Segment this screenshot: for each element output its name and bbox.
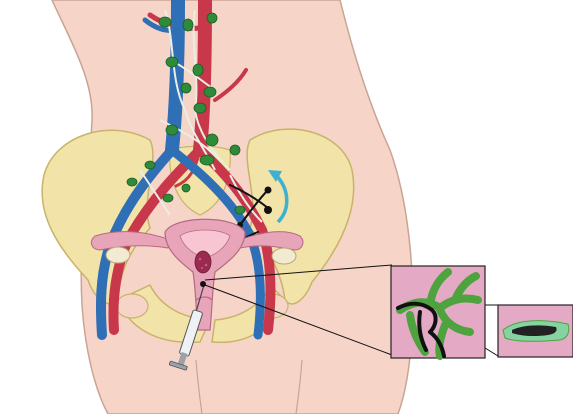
obturator-foramen (116, 294, 148, 318)
lymph-node-icon (163, 194, 173, 202)
lymph-node-icon (200, 155, 214, 165)
injection-site (200, 281, 206, 287)
lymph-node-icon (127, 178, 137, 186)
lymph-node-icon (183, 19, 193, 31)
lymph-node-icon (206, 134, 218, 146)
inset-lymphatic-capillaries (391, 266, 485, 358)
lymph-node-icon (230, 145, 240, 155)
right-ovary (272, 248, 296, 264)
lymph-node-icon (204, 87, 216, 97)
lymph-node-icon (193, 64, 203, 76)
lymph-node-icon (166, 57, 178, 67)
lymph-node-icon (145, 161, 155, 169)
lymph-node-icon (181, 83, 191, 93)
lymph-node-icon (159, 17, 171, 27)
lymph-node-icon (235, 206, 245, 214)
lymph-node-icon (194, 103, 206, 113)
lymph-node-icon (207, 13, 217, 23)
inset-vessel-closeup (498, 305, 573, 357)
left-ovary (106, 247, 130, 263)
lymph-node-icon (182, 184, 190, 192)
tumor-icon (195, 251, 211, 273)
lymph-node-icon (166, 125, 178, 135)
